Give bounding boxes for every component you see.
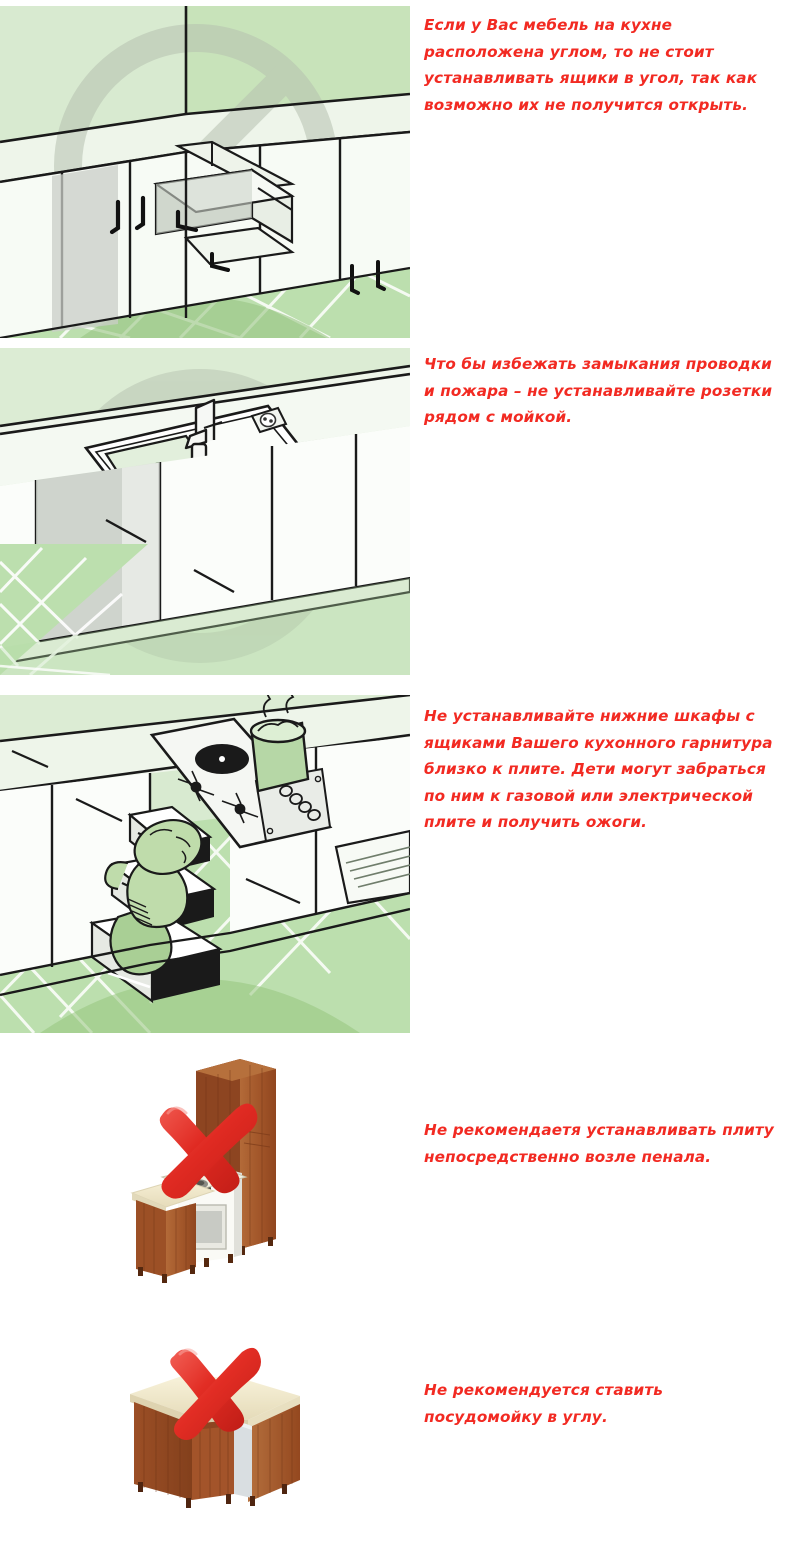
caption-corner-drawers: Если у Вас мебель на кухне расположена у…	[424, 16, 758, 114]
red-x-mark	[170, 1347, 261, 1441]
child-climbing-drawers-illustration	[0, 695, 410, 1033]
caption-stove-near-pantry: Не рекомендаетя устанавливать плиту непо…	[424, 1121, 774, 1166]
corner-dishwasher-illustration	[116, 1334, 320, 1526]
stove-next-to-tall-cabinet-illustration	[118, 1053, 314, 1290]
caption-dishwasher-in-corner: Не рекомендуется ставить посудомойку в у…	[424, 1381, 664, 1426]
caption-socket-near-sink: Что бы избежать замыкания проводки и пож…	[424, 355, 773, 426]
caption-drawers-near-stove: Не устанавливайте нижние шкафы с ящиками…	[424, 707, 773, 831]
corner-drawer-illustration	[0, 6, 410, 338]
sink-socket-illustration	[0, 348, 410, 675]
red-x-mark	[159, 1103, 258, 1199]
